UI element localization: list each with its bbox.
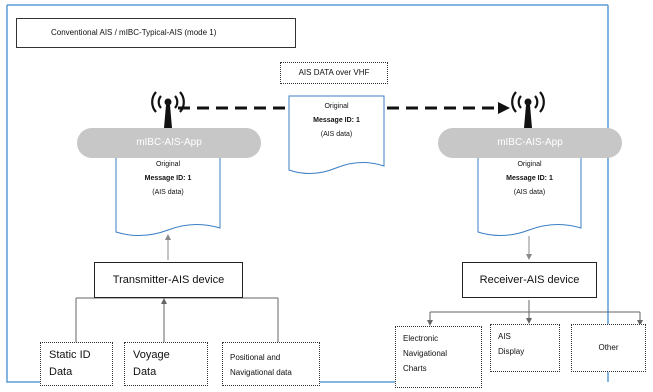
message-middle-text: Original Message ID: 1 (AIS data) [289, 100, 384, 142]
source-static-id: Static ID Data [40, 342, 113, 386]
message-middle-line2: Message ID: 1 [313, 117, 360, 124]
message-right-line2: Message ID: 1 [506, 175, 553, 182]
message-right-line1: Original [517, 161, 542, 168]
source-positional-l1: Positional and [230, 353, 281, 362]
diagram-title: Conventional AIS / mIBC-Typical-AIS (mod… [16, 18, 296, 48]
source-static-l1: Static ID [49, 349, 91, 361]
vhf-arrowhead [498, 102, 510, 114]
output-enc-l2: Navigational [403, 349, 448, 358]
source-voyage-l1: Voyage [133, 349, 170, 361]
app-pill-right: mIBC-AIS-App [438, 128, 622, 158]
app-pill-left: mIBC-AIS-App [77, 128, 261, 158]
antenna-icon [151, 91, 185, 128]
output-ais-display: AIS Display [490, 324, 560, 372]
message-doc-middle [288, 95, 385, 174]
message-left-line3: (AIS data) [152, 189, 184, 196]
message-middle-line1: Original [324, 103, 349, 110]
source-static-l2: Data [49, 366, 73, 378]
output-enc-l1: Electronic [403, 334, 439, 343]
receiver-device: Receiver-AIS device [462, 262, 597, 298]
message-right-text: Original Message ID: 1 (AIS data) [478, 158, 581, 200]
message-doc-left [115, 151, 221, 236]
outer-frame [6, 5, 609, 383]
source-positional: Positional and Navigational data [222, 342, 320, 386]
source-positional-l2: Navigational data [230, 368, 292, 377]
message-doc-right [477, 151, 582, 236]
output-enc-l3: Charts [403, 364, 427, 373]
message-left-text: Original Message ID: 1 (AIS data) [116, 158, 220, 200]
message-left-line2: Message ID: 1 [144, 175, 192, 182]
message-right-line3: (AIS data) [513, 189, 546, 196]
output-ais-display-l2: Display [498, 347, 525, 356]
output-other: Other [571, 324, 646, 372]
source-voyage-l2: Data [133, 366, 157, 378]
source-voyage: Voyage Data [124, 342, 208, 386]
message-left-line1: Original [155, 161, 181, 168]
output-electronic-charts: Electronic Navigational Charts [395, 326, 482, 388]
transmitter-device: Transmitter-AIS device [94, 262, 243, 298]
vhf-label: AIS DATA over VHF [280, 62, 388, 84]
antenna-icon [511, 91, 545, 128]
message-middle-line3: (AIS data) [320, 131, 353, 138]
output-ais-display-l1: AIS [498, 332, 511, 341]
